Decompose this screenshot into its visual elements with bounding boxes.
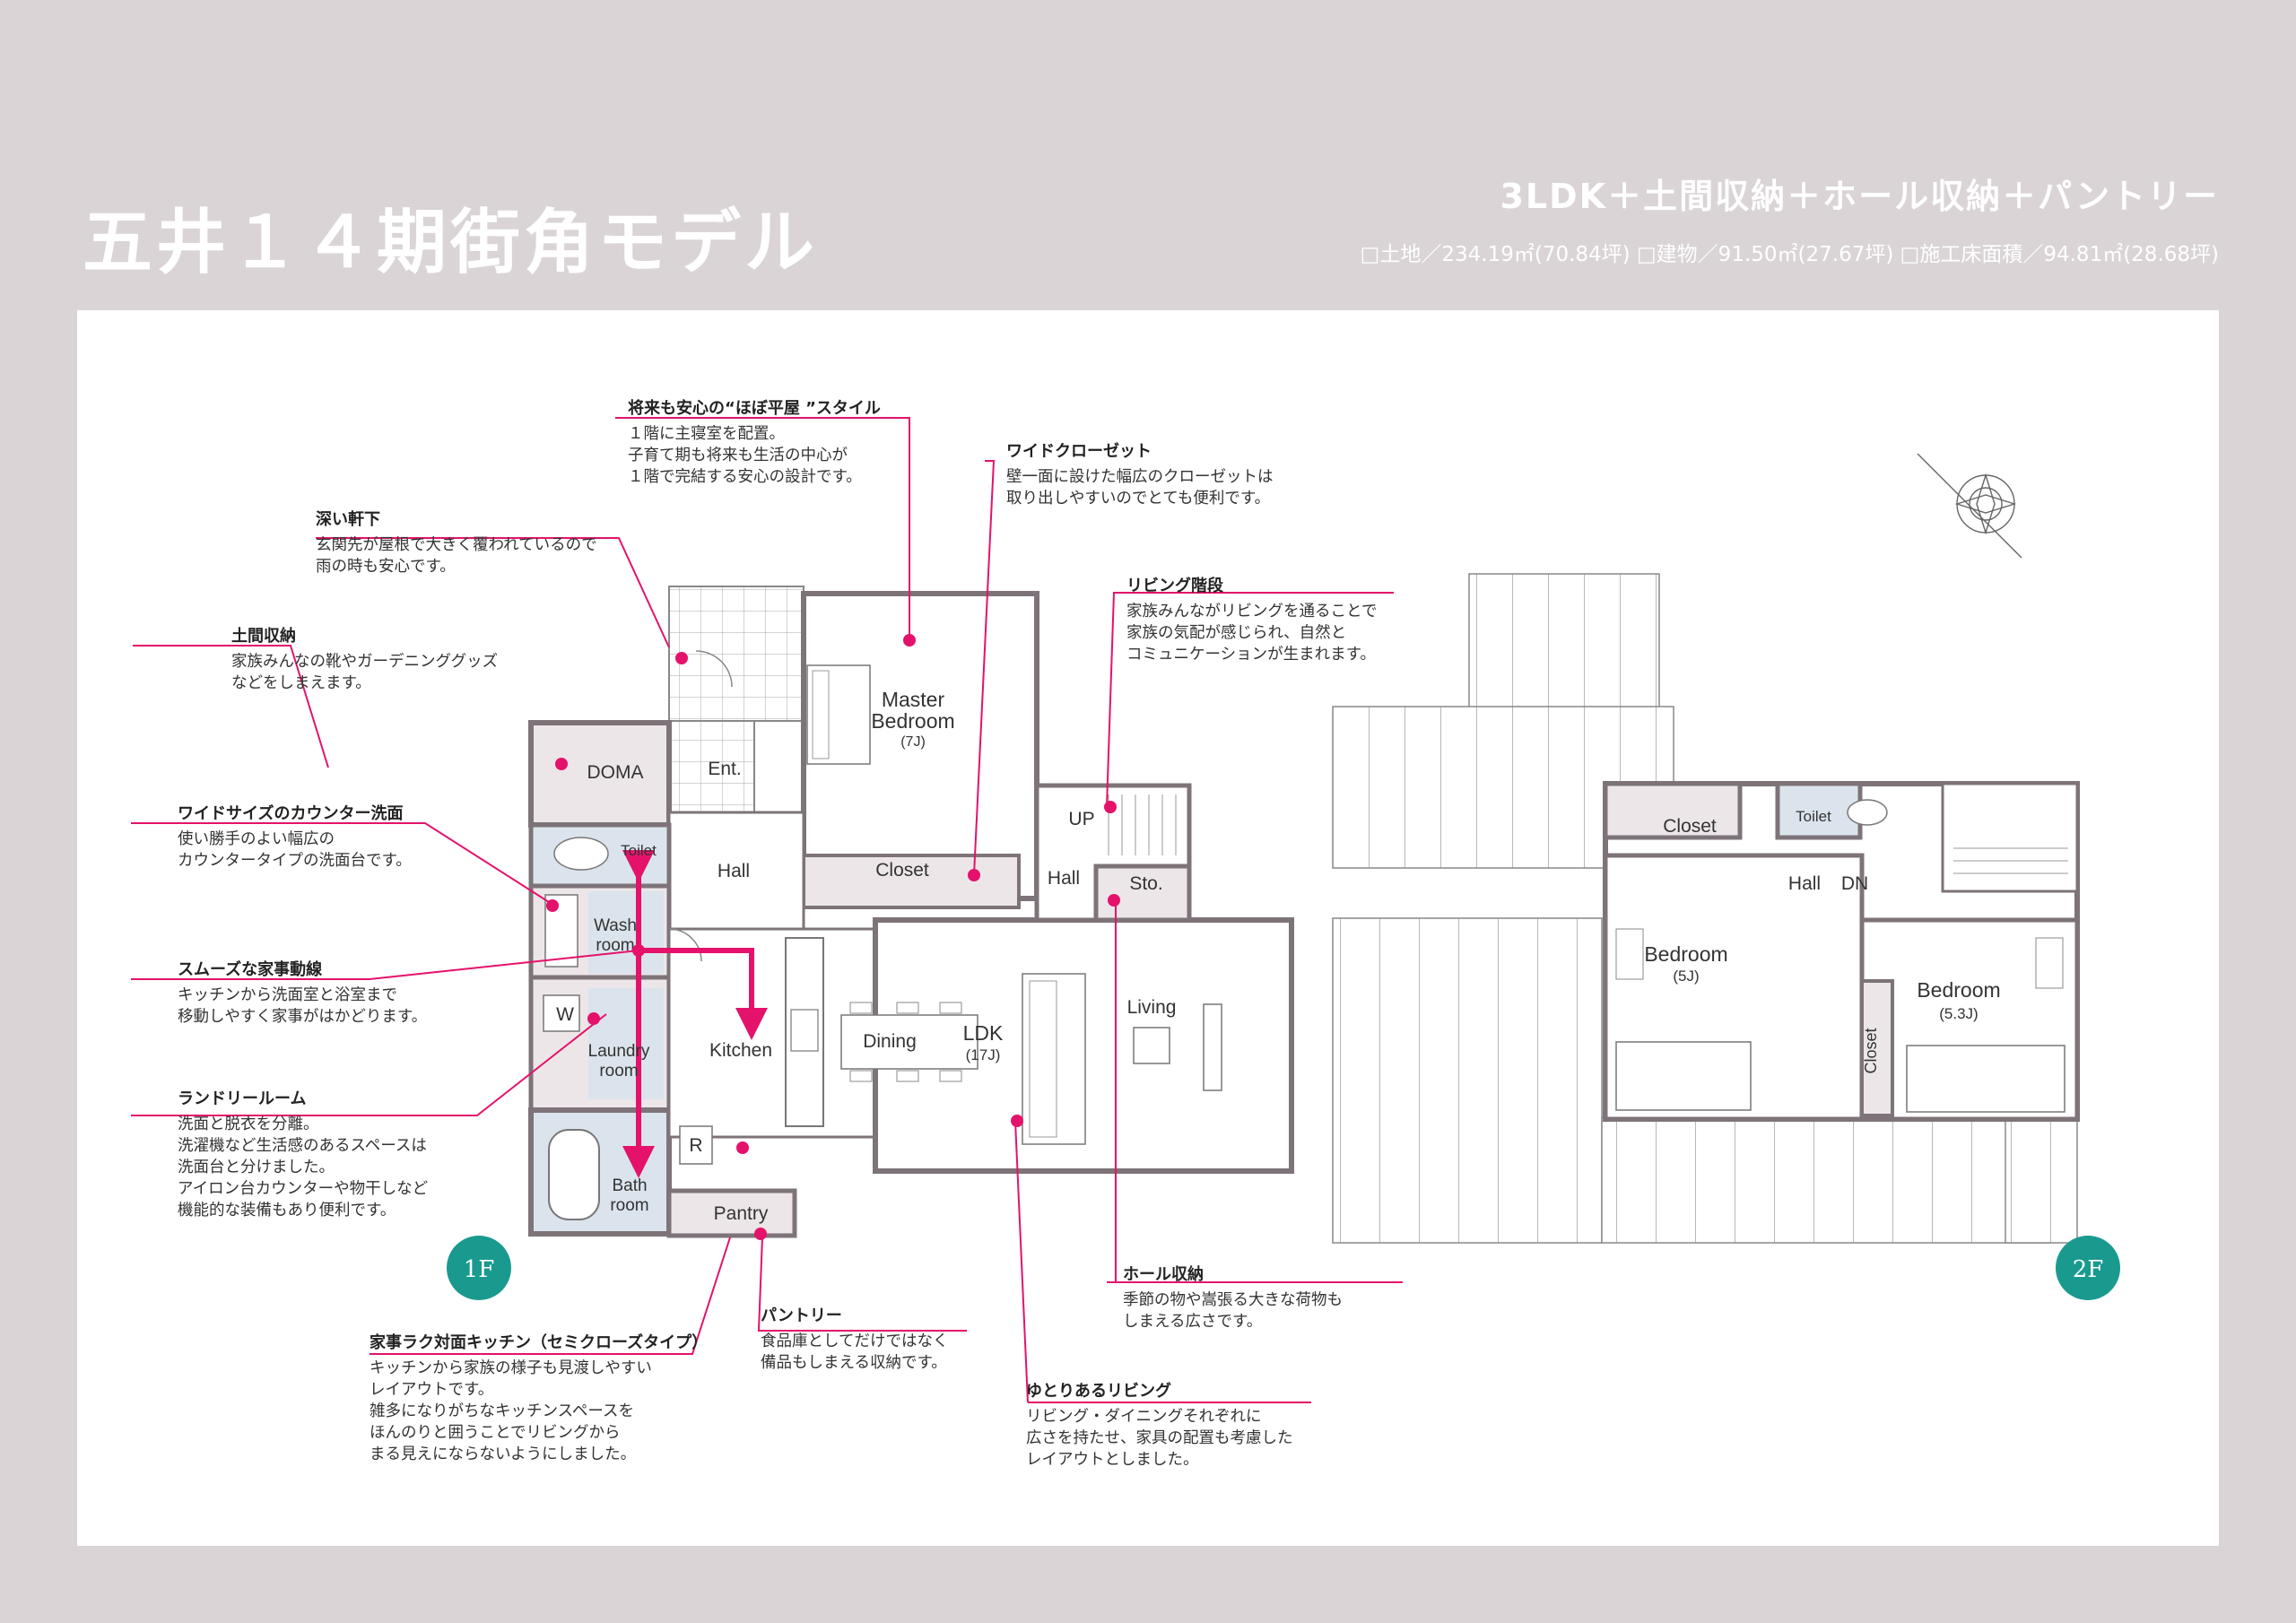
note-hiraya-title: 将来も安心の“ほぼ平屋 ”スタイル	[628, 399, 881, 418]
note-eaves-title: 深い軒下	[316, 510, 380, 529]
note-living-stairs-body: 家族みんながリビングを通ることで 家族の気配が感じられ、自然と コミュニケーショ…	[1126, 603, 1378, 664]
note-hall-storage-body: 季節の物や嵩張る大きな荷物も しまえる広さです。	[1123, 1291, 1343, 1331]
room-pantry: Pantry	[714, 1203, 769, 1224]
note-pantry-title: パントリー	[761, 1306, 842, 1325]
note-housework-flow-body: キッチンから洗面室と浴室まで 移動しやすく家事がはかどります。	[178, 986, 428, 1026]
room-wash: Wash	[594, 916, 637, 935]
room-kitchen: Kitchen	[709, 1040, 772, 1061]
floor-badge-2f: 2F	[2056, 1236, 2120, 1300]
room-storage: Sto.	[1129, 873, 1162, 894]
housework-flow-arrows	[622, 850, 768, 1178]
note-kitchen: 家事ラク対面キッチン（セミクローズタイプ） キッチンから家族の様子も見渡しやすい…	[370, 1332, 710, 1465]
room-2f-bedroom-1-size: (5J)	[1673, 968, 1699, 985]
note-laundry-room: ランドリールーム 洗面と脱衣を分離。 洗濯機など生活感のあるスペースは 洗面台と…	[178, 1089, 483, 1221]
note-hall-storage-title: ホール収納	[1123, 1265, 1204, 1284]
note-doma-title: 土間収納	[231, 627, 296, 646]
room-refrigerator: R	[689, 1135, 702, 1156]
room-2f-closet-2: Closet	[1862, 1028, 1880, 1073]
room-entrance: Ent.	[708, 759, 741, 779]
room-2f-closet: Closet	[1663, 816, 1717, 837]
compass-icon	[1917, 453, 2022, 559]
plan-summary: 3LDK＋土間収納＋ホール収納＋パントリー	[1500, 177, 2219, 216]
room-master-size: (7J)	[900, 734, 926, 750]
room-ldk: LDK	[963, 1021, 1004, 1045]
room-laundry-2: room	[599, 1062, 638, 1081]
note-eaves: 深い軒下 玄関先が屋根で大きく覆われているので 雨の時も安心です。	[316, 509, 621, 577]
note-doma: 土間収納 家族みんなの靴やガーデニンググッズ などをしまえます。	[231, 626, 536, 694]
room-laundry: Laundry	[588, 1042, 650, 1061]
room-2f-hall: Hall	[1788, 873, 1821, 894]
note-housework-flow-title: スムーズな家事動線	[178, 960, 323, 979]
note-hall-storage: ホール収納 季節の物や嵩張る大きな荷物も しまえる広さです。	[1123, 1264, 1410, 1332]
room-washer: W	[556, 1004, 574, 1025]
note-hiraya: 将来も安心の“ほぼ平屋 ”スタイル １階に主寝室を配置。 子育て期も将来も生活の…	[628, 398, 924, 488]
note-doma-body: 家族みんなの靴やガーデニンググッズ などをしまえます。	[231, 653, 499, 692]
note-kitchen-body: キッチンから家族の様子も見渡しやすい レイアウトです。 雑多になりがちなキッチン…	[370, 1359, 652, 1463]
room-toilet: Toilet	[621, 842, 657, 859]
floor-plan-drawing: Master Bedroom (7J) DOMA Ent. Toilet Hal…	[131, 417, 2120, 1403]
room-ldk-size: (17J)	[966, 1046, 1001, 1063]
room-wash-2: room	[596, 936, 634, 955]
room-living: Living	[1127, 997, 1177, 1018]
note-laundry-room-title: ランドリールーム	[178, 1089, 307, 1108]
note-living-stairs: リビング階段 家族みんながリビングを通ることで 家族の気配が感じられ、自然と コ…	[1126, 576, 1413, 665]
floor-plan-sheet: Master Bedroom (7J) DOMA Ent. Toilet Hal…	[77, 310, 2219, 1546]
room-2f-toilet: Toilet	[1796, 808, 1831, 825]
room-2f-down: DN	[1841, 873, 1868, 894]
note-eaves-body: 玄関先が屋根で大きく覆われているので 雨の時も安心です。	[316, 536, 597, 576]
room-doma: DOMA	[587, 762, 644, 783]
note-wide-closet: ワイドクローゼット 壁一面に設けた幅広のクローゼットは 取り出しやすいのでとても…	[1006, 441, 1311, 509]
page-title: 五井１４期街角モデル	[83, 203, 819, 283]
room-master-bedroom-2: Bedroom	[871, 709, 954, 733]
floor-badge-1f: 1F	[447, 1236, 511, 1300]
note-pantry: パントリー 食品庫としてだけではなく 備品もしまえる収納です。	[761, 1306, 1030, 1374]
note-wide-closet-title: ワイドクローゼット	[1006, 442, 1152, 461]
room-hall: Hall	[718, 861, 750, 881]
note-laundry-room-body: 洗面と脱衣を分離。 洗濯機など生活感のあるスペースは 洗面台と分けました。 アイ…	[178, 1115, 429, 1219]
note-wide-closet-body: 壁一面に設けた幅広のクローゼットは 取り出しやすいのでとても便利です。	[1006, 468, 1274, 508]
callout-lines	[131, 417, 1403, 1403]
room-closet: Closet	[875, 860, 929, 881]
note-pantry-body: 食品庫としてだけではなく 備品もしまえる収納です。	[761, 1332, 949, 1372]
note-counter-sink: ワイドサイズのカウンター洗面 使い勝手のよい幅広の カウンタータイプの洗面台です…	[178, 803, 465, 872]
room-2f-bedroom-2-size: (5.3J)	[1939, 1005, 1978, 1022]
svg-text:2F: 2F	[2073, 1256, 2104, 1283]
room-dining: Dining	[863, 1031, 917, 1052]
room-hall-2: Hall	[1048, 868, 1080, 889]
note-hiraya-body: １階に主寝室を配置。 子育て期も将来も生活の中心が １階で完結する安心の設計です…	[628, 425, 862, 486]
room-master-bedroom: Master	[882, 688, 945, 711]
floor2-plan	[1332, 573, 2080, 1244]
note-kitchen-title: 家事ラク対面キッチン（セミクローズタイプ）	[370, 1333, 709, 1352]
note-counter-sink-title: ワイドサイズのカウンター洗面	[178, 804, 404, 823]
callout-dots	[546, 634, 1120, 1240]
note-living-title: ゆとりあるリビング	[1026, 1382, 1171, 1401]
floor1-plan	[528, 586, 1294, 1238]
area-specs: □土地／234.19㎡(70.84坪) □建物／91.50㎡(27.67坪) □…	[1360, 243, 2219, 266]
room-bath: Bath	[612, 1176, 647, 1195]
room-up: UP	[1068, 809, 1094, 829]
note-living-body: リビング・ダイニングそれぞれに 広さを持たせ、家具の配置も考慮した レイアウトと…	[1026, 1408, 1293, 1469]
room-2f-bedroom-2: Bedroom	[1917, 978, 2000, 1002]
note-counter-sink-body: 使い勝手のよい幅広の カウンタータイプの洗面台です。	[178, 830, 412, 870]
room-2f-bedroom-1: Bedroom	[1644, 942, 1727, 966]
note-living: ゆとりあるリビング リビング・ダイニングそれぞれに 広さを持たせ、家具の配置も考…	[1026, 1381, 1331, 1471]
svg-text:1F: 1F	[464, 1256, 495, 1283]
note-living-stairs-title: リビング階段	[1126, 577, 1223, 595]
room-bath-2: room	[610, 1196, 648, 1215]
note-housework-flow: スムーズな家事動線 キッチンから洗面室と浴室まで 移動しやすく家事がはかどります…	[178, 959, 465, 1028]
